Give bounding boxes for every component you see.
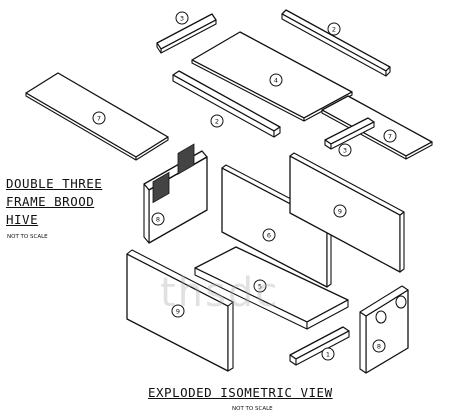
part-board-7-right: [321, 95, 433, 160]
title-line-2: FRAME BROOD: [6, 194, 95, 209]
part-end-8-right: [359, 285, 409, 374]
callout-3-right: 3: [338, 143, 352, 157]
title-scale-note: NOT TO SCALE: [7, 234, 48, 240]
callout-8-left: 8: [151, 212, 165, 226]
callout-2-mid: 2: [210, 114, 224, 128]
svg-text:3: 3: [343, 147, 347, 155]
callout-9-back: 9: [333, 204, 347, 218]
part-strip-3-right: [324, 117, 375, 150]
svg-text:2: 2: [332, 26, 336, 34]
svg-text:9: 9: [176, 308, 180, 316]
title-line-1: DOUBLE THREE: [6, 176, 103, 191]
part-base-5: [194, 246, 349, 330]
callout-5: 5: [253, 279, 267, 293]
title-line-3: HIVE: [6, 212, 39, 227]
svg-text:5: 5: [258, 283, 262, 291]
svg-text:7: 7: [97, 115, 101, 123]
svg-text:2: 2: [215, 118, 219, 126]
caption: EXPLODED ISOMETRIC VIEW: [148, 385, 333, 400]
part-strip-2-mid: [172, 70, 281, 138]
part-strip-1: [289, 326, 350, 366]
callout-3-top: 3: [175, 11, 189, 25]
callout-8-right: 8: [372, 339, 386, 353]
callout-4: 4: [269, 73, 283, 87]
svg-text:7: 7: [388, 133, 392, 141]
caption-scale-note: NOT TO SCALE: [232, 406, 273, 412]
svg-text:8: 8: [156, 216, 160, 224]
svg-text:4: 4: [274, 77, 278, 85]
watermark: thsdc: [160, 270, 280, 316]
callout-7-left: 7: [92, 111, 106, 125]
svg-text:6: 6: [267, 232, 271, 240]
part-end-8-left: [143, 143, 208, 244]
svg-text:8: 8: [377, 343, 381, 351]
callout-6: 6: [262, 228, 276, 242]
part-strip-3-top: [156, 13, 217, 54]
svg-text:1: 1: [326, 351, 330, 359]
callout-9-front: 9: [171, 304, 185, 318]
part-strip-2-top: [281, 9, 391, 77]
svg-text:3: 3: [180, 15, 184, 23]
callout-2-top: 2: [327, 22, 341, 36]
svg-text:9: 9: [338, 208, 342, 216]
callout-7-right: 7: [383, 129, 397, 143]
callout-1: 1: [321, 347, 335, 361]
